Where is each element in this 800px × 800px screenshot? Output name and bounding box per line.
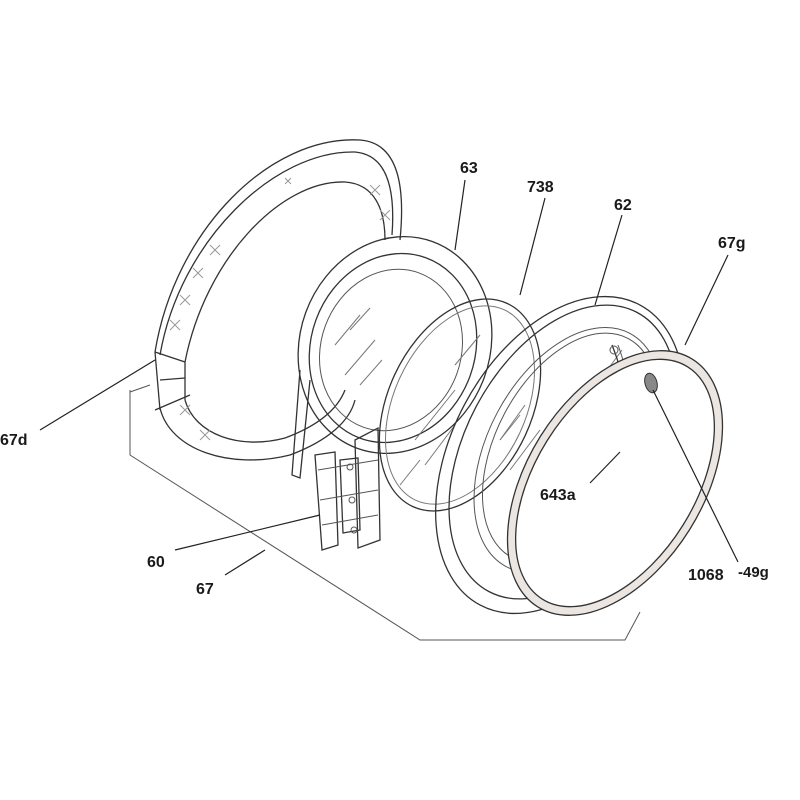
inner-door-frame	[291, 235, 493, 479]
label-1068: 1068	[688, 567, 724, 584]
outer-door-ring	[154, 139, 403, 461]
label-67d: 67d	[0, 432, 28, 449]
label-738: 738	[527, 179, 554, 196]
label-60: 60	[147, 554, 165, 571]
gasket-ring	[506, 350, 724, 616]
label-67: 67	[196, 581, 214, 598]
label-49g: -49g	[738, 564, 769, 581]
label-643a: 643a	[540, 487, 576, 504]
grommet	[644, 372, 658, 394]
label-62: 62	[614, 197, 632, 214]
door-frame-outline	[129, 384, 641, 641]
label-63: 63	[460, 160, 478, 177]
label-67g: 67g	[718, 235, 746, 252]
leader-lines	[39, 179, 739, 576]
door-hinge	[314, 426, 381, 551]
